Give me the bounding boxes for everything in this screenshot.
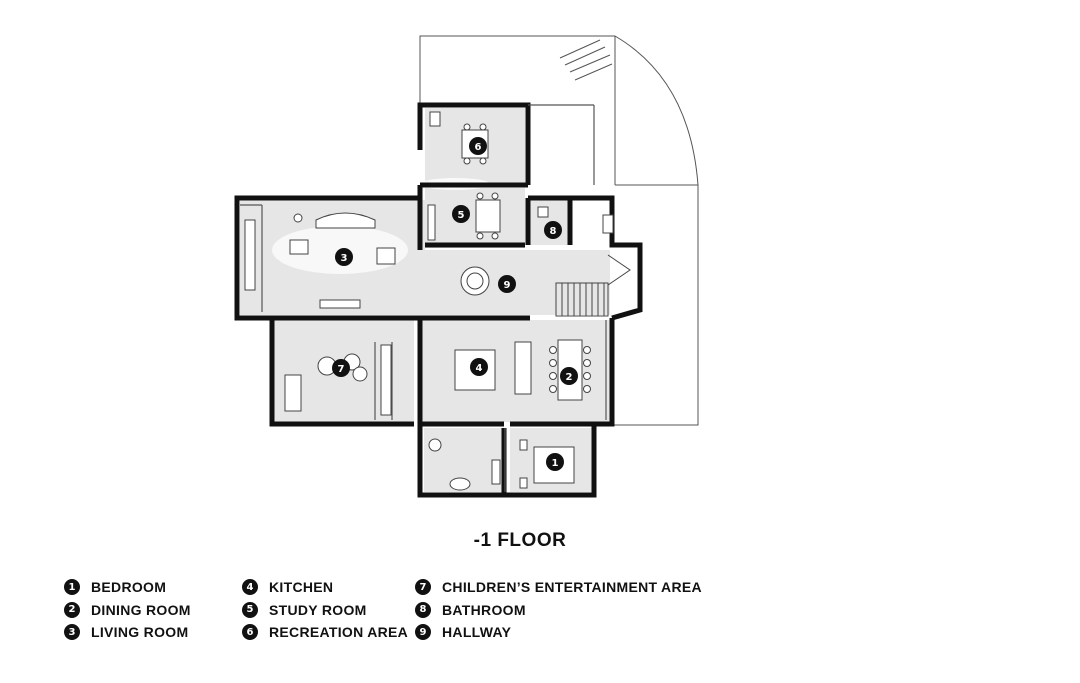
legend-item-bathroom: 8 BATHROOM — [415, 599, 702, 622]
svg-text:3: 3 — [341, 253, 348, 264]
terrace-outline — [419, 35, 699, 426]
legend-label: KITCHEN — [269, 579, 334, 596]
legend-item-study-room: 5 STUDY ROOM — [242, 599, 408, 622]
legend-number-badge: 4 — [242, 579, 258, 596]
legend-label: DINING ROOM — [91, 601, 191, 618]
room-markers: 1 2 3 4 5 6 7 — [332, 137, 578, 471]
room-marker-8: 8 — [544, 221, 562, 239]
room-marker-2: 2 — [560, 367, 578, 385]
legend-column-2: 4 KITCHEN 5 STUDY ROOM 6 RECREATION AREA — [242, 576, 408, 644]
legend-column-1: 1 BEDROOM 2 DINING ROOM 3 LIVING ROOM — [64, 576, 191, 644]
legend-label: BATHROOM — [442, 601, 526, 618]
room-legend: 1 BEDROOM 2 DINING ROOM 3 LIVING ROOM 4 … — [64, 576, 1024, 646]
svg-text:2: 2 — [566, 372, 573, 383]
svg-text:4: 4 — [476, 363, 483, 374]
legend-item-childrens-entertainment-area: 7 CHILDREN’S ENTERTAINMENT AREA — [415, 576, 702, 599]
svg-text:1: 1 — [552, 458, 559, 469]
legend-label: HALLWAY — [442, 624, 512, 641]
room-marker-4: 4 — [470, 358, 488, 376]
legend-item-hallway: 9 HALLWAY — [415, 621, 702, 644]
legend-number-badge: 9 — [415, 624, 431, 641]
room-marker-5: 5 — [452, 205, 470, 223]
walls — [234, 102, 643, 498]
legend-number-badge: 3 — [64, 624, 80, 641]
legend-label: RECREATION AREA — [269, 624, 409, 641]
svg-text:7: 7 — [338, 364, 345, 375]
legend-column-3: 7 CHILDREN’S ENTERTAINMENT AREA 8 BATHRO… — [415, 576, 702, 644]
legend-item-kitchen: 4 KITCHEN — [242, 576, 408, 599]
room-marker-1: 1 — [546, 453, 564, 471]
furniture — [244, 111, 614, 491]
legend-label: LIVING ROOM — [91, 624, 189, 641]
window-lines — [240, 104, 607, 492]
room-marker-6: 6 — [469, 137, 487, 155]
room-marker-3: 3 — [335, 248, 353, 266]
legend-number-badge: 1 — [64, 579, 80, 596]
legend-item-dining-room: 2 DINING ROOM — [64, 599, 191, 622]
legend-label: CHILDREN’S ENTERTAINMENT AREA — [442, 579, 702, 596]
svg-text:5: 5 — [458, 210, 465, 221]
legend-label: BEDROOM — [91, 579, 167, 596]
floor-fills — [240, 108, 610, 492]
legend-number-badge: 6 — [242, 624, 258, 641]
staircase — [555, 254, 631, 317]
legend-label: STUDY ROOM — [269, 601, 367, 618]
svg-text:8: 8 — [550, 226, 557, 237]
legend-number-badge: 7 — [415, 579, 431, 596]
floor-title: -1 FLOOR — [473, 530, 567, 551]
svg-text:9: 9 — [504, 280, 511, 291]
legend-number-badge: 5 — [242, 601, 258, 618]
room-marker-9: 9 — [498, 275, 516, 293]
legend-item-bedroom: 1 BEDROOM — [64, 576, 191, 599]
svg-text:6: 6 — [475, 142, 482, 153]
legend-number-badge: 8 — [415, 601, 431, 618]
legend-item-living-room: 3 LIVING ROOM — [64, 621, 191, 644]
legend-item-recreation-area: 6 RECREATION AREA — [242, 621, 408, 644]
legend-number-badge: 2 — [64, 601, 80, 618]
room-marker-7: 7 — [332, 359, 350, 377]
